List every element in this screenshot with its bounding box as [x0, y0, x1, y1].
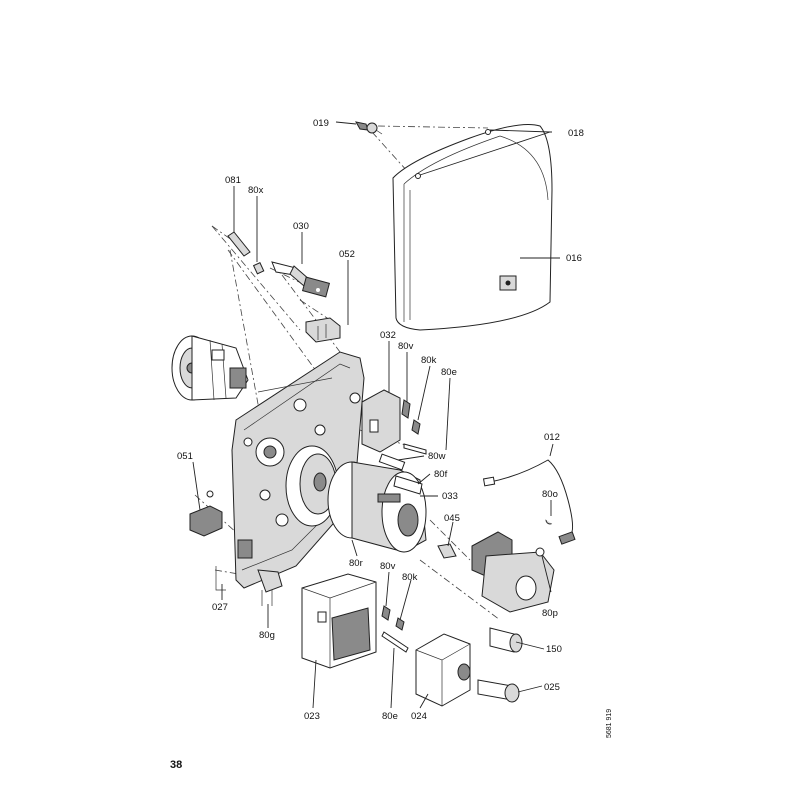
page-number: 38	[170, 759, 183, 771]
callout-80p: 80p	[542, 608, 558, 619]
callout-80x: 80x	[248, 185, 264, 196]
callout-80w: 80w	[428, 451, 446, 462]
screw-80k-top	[411, 419, 421, 435]
callout-024: 024	[411, 711, 427, 722]
holder-052	[305, 317, 341, 343]
callout-80r: 80r	[349, 558, 363, 569]
blast-tube-033	[327, 461, 427, 553]
callout-023: 023	[304, 711, 320, 722]
screw-019	[355, 121, 383, 135]
module-032	[361, 389, 401, 453]
oil-line-012	[482, 459, 576, 545]
screw-80v-bottom	[381, 605, 391, 621]
callout-80f: 80f	[434, 469, 448, 480]
fitting-80p	[535, 547, 545, 557]
callout-033: 033	[442, 491, 458, 502]
callout-030: 030	[293, 221, 309, 232]
callout-labels: 019 018 016 081 80x 030 052 032 80v 80k …	[177, 118, 584, 722]
screw-80k-bottom	[395, 617, 405, 631]
callout-016: 016	[566, 253, 582, 264]
fan-wheel	[285, 445, 339, 527]
callout-012: 012	[544, 432, 560, 443]
callout-025: 025	[544, 682, 560, 693]
filter-025	[477, 679, 520, 703]
callout-80e-top: 80e	[441, 367, 457, 378]
callout-80k-top: 80k	[421, 355, 437, 366]
ignition-electrode-081	[227, 231, 251, 257]
leader-lines	[192, 121, 560, 709]
blower-motor	[171, 335, 249, 401]
clip-80g	[257, 569, 283, 606]
panel-027	[215, 566, 226, 591]
callout-80v-top: 80v	[398, 341, 414, 352]
callout-80g: 80g	[259, 630, 275, 641]
screw-80v-top	[401, 399, 411, 419]
callout-081: 081	[225, 175, 241, 186]
callout-019: 019	[313, 118, 329, 129]
callout-052: 052	[339, 249, 355, 260]
callout-150: 150	[546, 644, 562, 655]
fitting-80w	[378, 453, 406, 471]
control-unit-023	[301, 573, 377, 669]
igniter-cable-030	[271, 261, 331, 298]
callout-045: 045	[444, 513, 460, 524]
callout-032: 032	[380, 330, 396, 341]
callout-027: 027	[212, 602, 228, 613]
spacer-80x	[252, 262, 265, 275]
cover-hood-016	[392, 124, 553, 331]
nozzle-150	[489, 627, 523, 653]
callout-051: 051	[177, 451, 193, 462]
transformer-024	[415, 633, 471, 707]
nozzle-line-80f	[393, 475, 423, 495]
screw-80e-top	[403, 443, 427, 455]
fitting-045	[437, 543, 457, 559]
oil-pump	[471, 531, 555, 613]
screw-80e-bottom	[381, 631, 409, 653]
callout-80k-bottom: 80k	[402, 572, 418, 583]
bracket-051	[189, 490, 223, 537]
callout-018: 018	[568, 128, 584, 139]
drawing-number: 5681 919	[606, 708, 613, 738]
callout-80o: 80o	[542, 489, 558, 500]
callout-80e-bottom: 80e	[382, 711, 398, 722]
callout-80v-bottom: 80v	[380, 561, 396, 572]
